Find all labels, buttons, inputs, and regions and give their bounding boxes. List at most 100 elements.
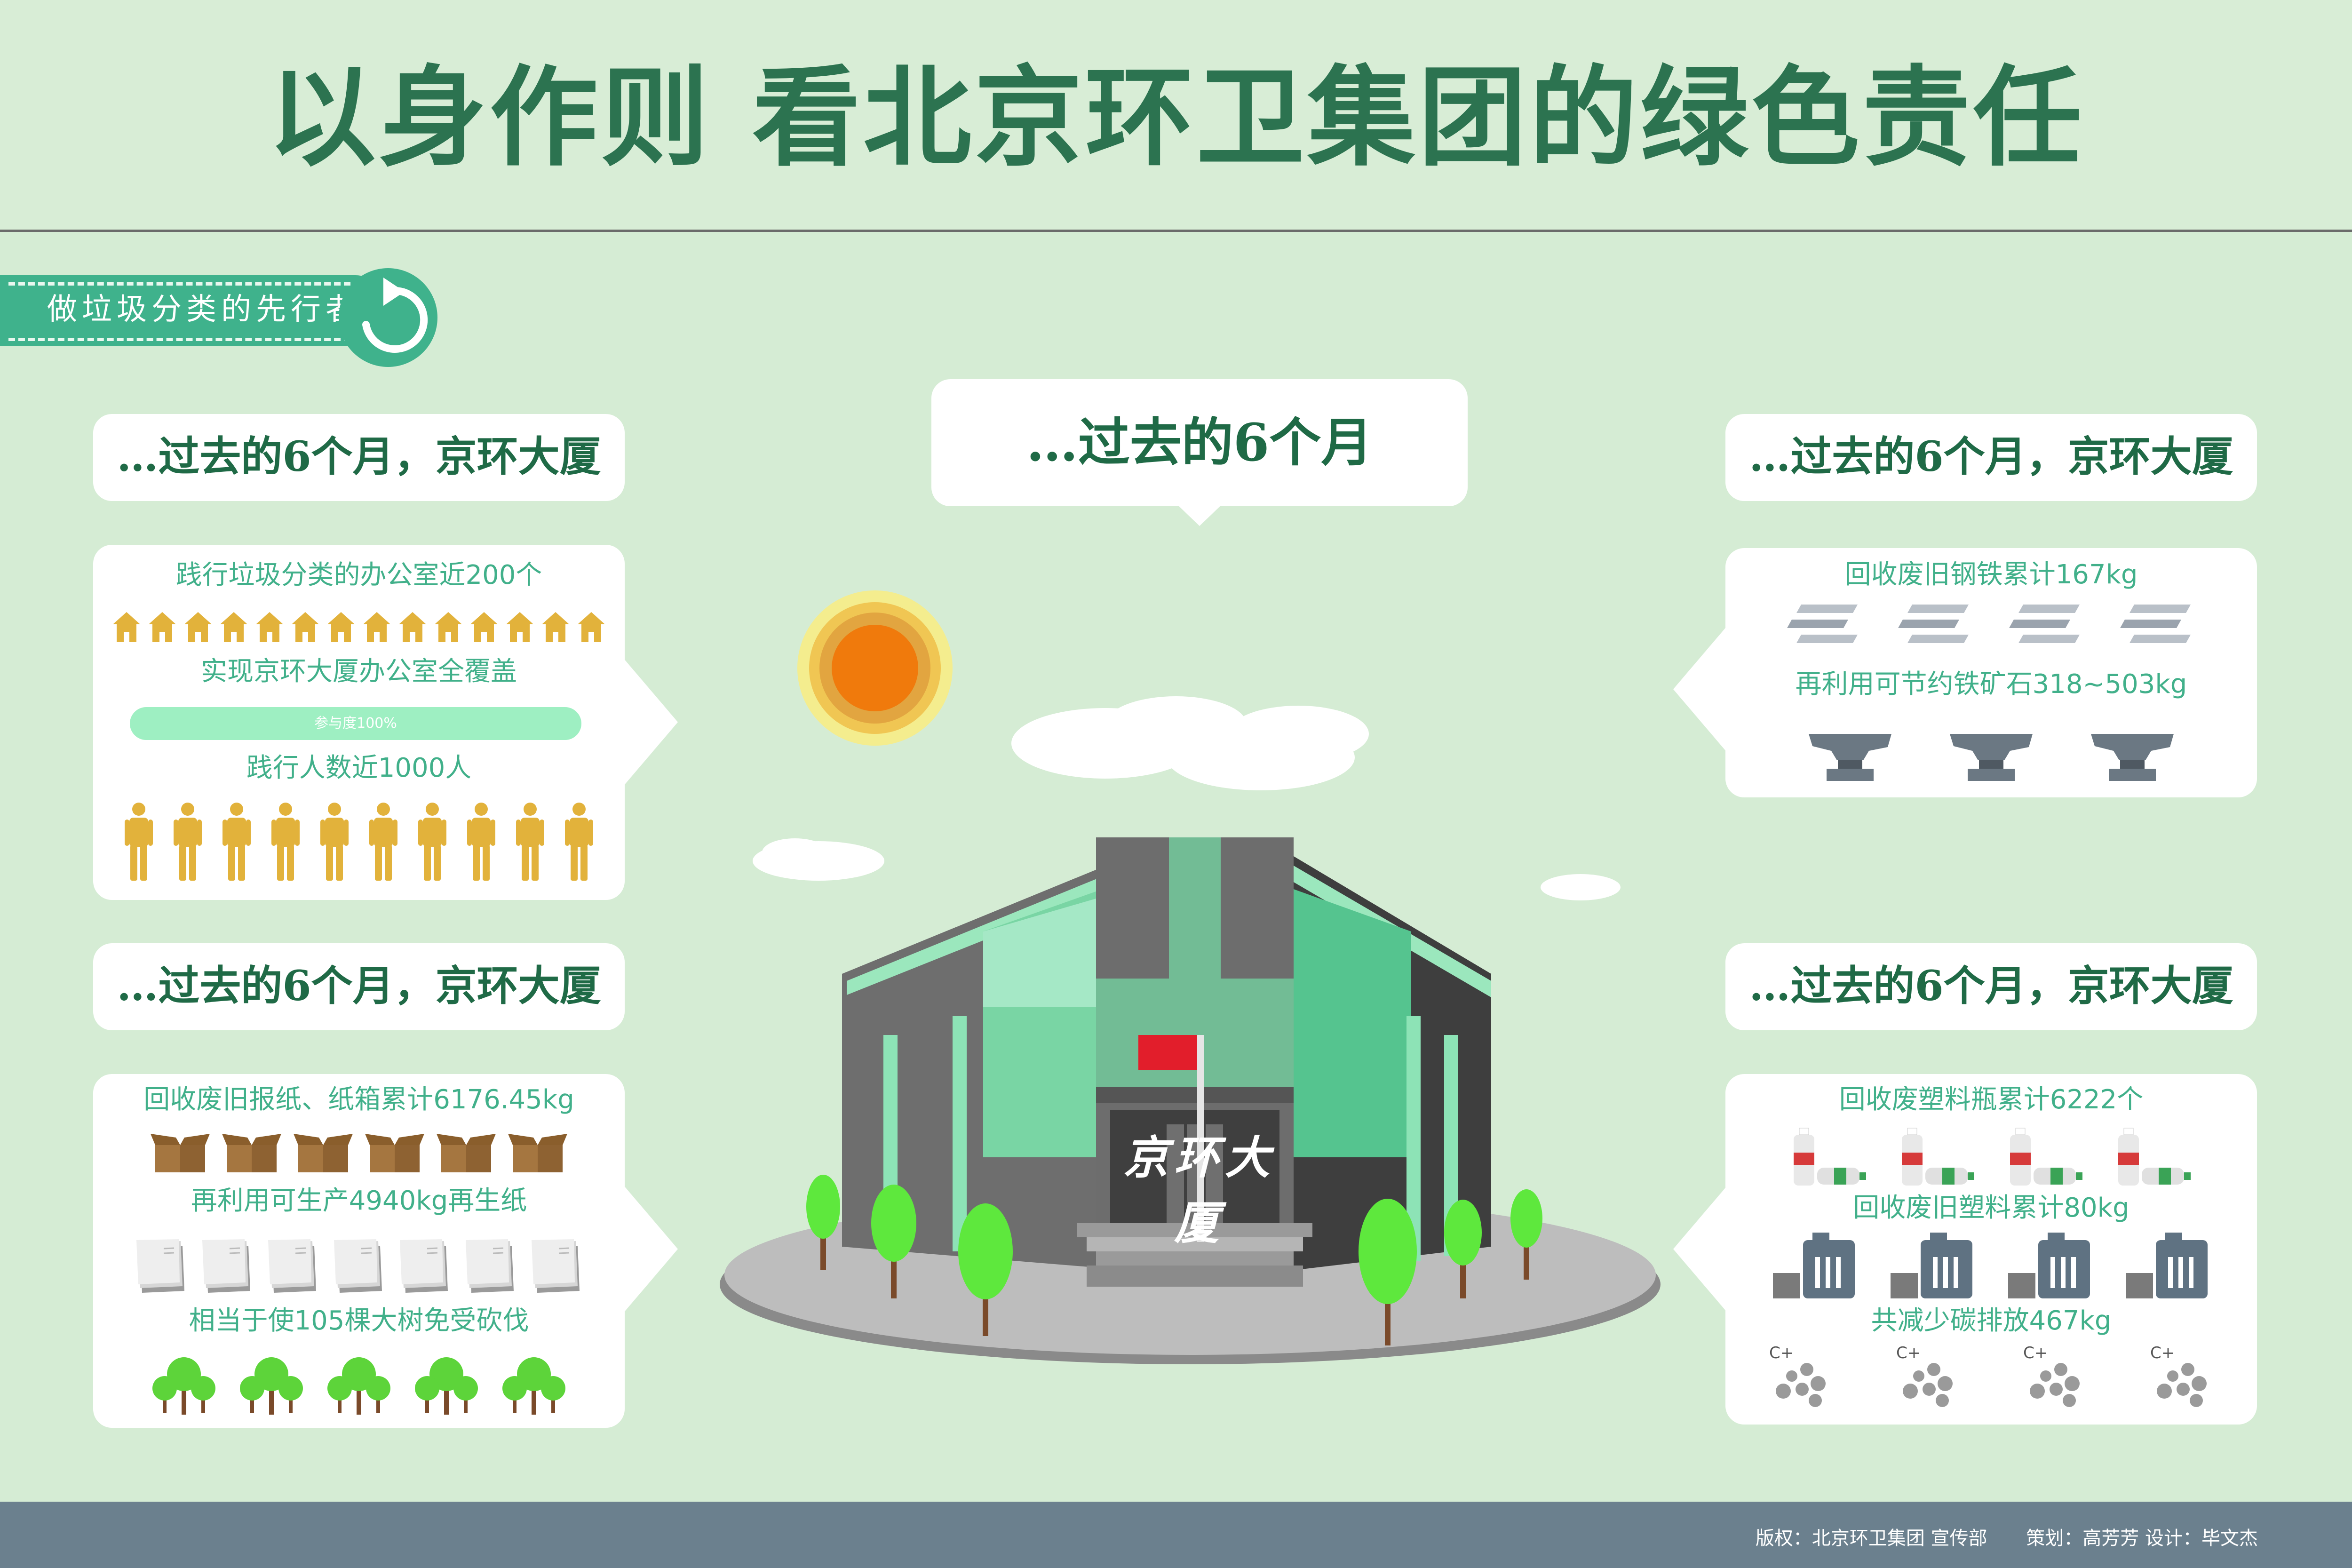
steel-recycled-text: 回收废旧钢铁累计167kg (1844, 559, 2138, 590)
tree-icon (324, 1354, 394, 1417)
offices-count-text: 践行垃圾分类的办公室近200个 (175, 560, 542, 590)
building-illustration (720, 837, 1661, 1364)
jerrycan-icon (2005, 1230, 2095, 1302)
tree-icon (411, 1354, 482, 1417)
footer-designers: 策划：高芳芳 设计：毕文杰 (2026, 1528, 2258, 1549)
cardboard-box-icon (221, 1131, 282, 1175)
tree-icon-4 (1359, 1199, 1417, 1345)
bottom-left-heading-bubble: …过去的6个月，京环大厦 (93, 943, 625, 1030)
bottom-left-card-pointer (624, 1186, 678, 1313)
house-icon (326, 611, 356, 646)
carbon-reduced-text: 共减少碳排放467kg (1871, 1305, 2112, 1336)
badge-circle (339, 268, 437, 367)
recycled-paper-text: 再利用可生产4940kg再生纸 (191, 1186, 527, 1216)
person-icon (564, 802, 594, 883)
tree-icon (236, 1354, 307, 1417)
tree-icon-5 (1444, 1200, 1482, 1298)
person-icon (368, 802, 398, 883)
bottles-row (1725, 1123, 2257, 1189)
svg-text:C+: C+ (2150, 1344, 2175, 1362)
tree-icon-1 (806, 1175, 840, 1270)
anvil-icon (2090, 732, 2175, 786)
badge-dash-top (8, 282, 380, 286)
cardboard-box-icon (293, 1131, 354, 1175)
person-icon (124, 802, 154, 883)
top-left-card-pointer (624, 659, 678, 786)
bottom-right-heading: …过去的6个月，京环大厦 (1749, 961, 2233, 1010)
carbon-bubbles-icon: C+ (1892, 1340, 1963, 1413)
svg-text:C+: C+ (1769, 1344, 1794, 1362)
paper-stack-icon (465, 1239, 516, 1297)
steel-bar-icon (2120, 603, 2195, 652)
center-bubble-tail (1176, 503, 1223, 526)
cans-row (1725, 1233, 2257, 1302)
footer-credits: 版权：北京环卫集团 宣传部 策划：高芳芳 设计：毕文杰 (1756, 1523, 2258, 1550)
page-title: 以身作则 看北京环卫集团的绿色责任 (267, 54, 2085, 181)
plastic-recycled-text: 回收废旧塑料累计80kg (1853, 1193, 2130, 1223)
house-icon (505, 611, 534, 646)
paper-stack-icon (531, 1239, 582, 1297)
bottom-left-heading: …过去的6个月，京环大厦 (117, 961, 601, 1010)
person-icon (515, 802, 545, 883)
plastic-bottle-icon (1897, 1126, 1977, 1189)
house-icon (577, 611, 606, 646)
anvil-icon (1808, 732, 1892, 786)
ore-saved-text: 再利用可节约铁矿石318~503kg (1795, 669, 2187, 700)
cardboard-box-icon (507, 1131, 568, 1175)
jerrycan-icon (1888, 1230, 1977, 1302)
house-icon (362, 611, 391, 646)
cardboard-box-icon (436, 1131, 497, 1175)
paper-stack-icon (201, 1239, 253, 1297)
footer-band (0, 1502, 2352, 1568)
svg-text:C+: C+ (2023, 1344, 2048, 1362)
trees-row (93, 1347, 625, 1417)
anvil-icon (1949, 732, 2034, 786)
participation-progress-label: 参与度100% (314, 715, 397, 732)
participation-progress-bar: 参与度100% (130, 707, 581, 740)
steel-row (1725, 600, 2257, 652)
top-right-heading: …过去的6个月，京环大厦 (1749, 432, 2233, 481)
building-sign: 京环大厦 (1123, 1131, 1276, 1250)
house-icon (434, 611, 463, 646)
steel-bar-icon (1898, 603, 1973, 652)
center-heading: …过去的6个月 (1026, 412, 1373, 473)
badge-dash-bottom (8, 338, 380, 341)
house-icon (112, 611, 141, 646)
house-icon (291, 611, 320, 646)
plastic-bottle-icon (1789, 1126, 1869, 1189)
plastic-bottle-icon (2114, 1126, 2193, 1189)
houses-row (93, 604, 625, 646)
carbon-row: C+C+C+C+ (1725, 1344, 2257, 1413)
cloud-icon-small (753, 838, 884, 881)
person-icon (222, 802, 252, 883)
house-icon (469, 611, 499, 646)
sun-icon (797, 590, 953, 746)
people-row (93, 799, 625, 883)
person-icon (417, 802, 447, 883)
paper-stacks-row (93, 1232, 625, 1297)
top-right-heading-bubble: …过去的6个月，京环大厦 (1725, 414, 2257, 501)
house-icon (541, 611, 570, 646)
badge-label: 做垃圾分类的先行者 (47, 292, 360, 327)
bottom-right-card-pointer (1673, 1186, 1727, 1313)
bottom-right-card: 回收废塑料瓶累计6222个 回收废旧塑料累计80kg 共减少碳排放467kg C… (1725, 1074, 2257, 1425)
top-right-card: 回收废旧钢铁累计167kg 再利用可节约铁矿石318~503kg (1725, 548, 2257, 797)
house-icon (148, 611, 177, 646)
paper-stack-icon (135, 1239, 187, 1297)
top-left-heading-bubble: …过去的6个月，京环大厦 (93, 414, 625, 501)
steel-bar-icon (1787, 603, 1862, 652)
house-icon (255, 611, 284, 646)
carbon-bubbles-icon: C+ (2146, 1340, 2217, 1413)
paper-stack-icon (333, 1239, 385, 1297)
house-icon (219, 611, 248, 646)
top-right-card-pointer (1673, 626, 1727, 753)
paper-stack-icon (399, 1239, 451, 1297)
carbon-bubbles-icon: C+ (2019, 1340, 2090, 1413)
cardboard-box-icon (364, 1131, 425, 1175)
bottles-recycled-text: 回收废塑料瓶累计6222个 (1839, 1084, 2144, 1115)
coverage-text: 实现京环大厦办公室全覆盖 (201, 656, 517, 687)
top-left-heading: …过去的6个月，京环大厦 (117, 432, 601, 481)
footer-copyright: 版权：北京环卫集团 宣传部 (1755, 1528, 1987, 1549)
jerrycan-icon (1770, 1230, 1859, 1302)
jerrycan-icon (2123, 1230, 2212, 1302)
